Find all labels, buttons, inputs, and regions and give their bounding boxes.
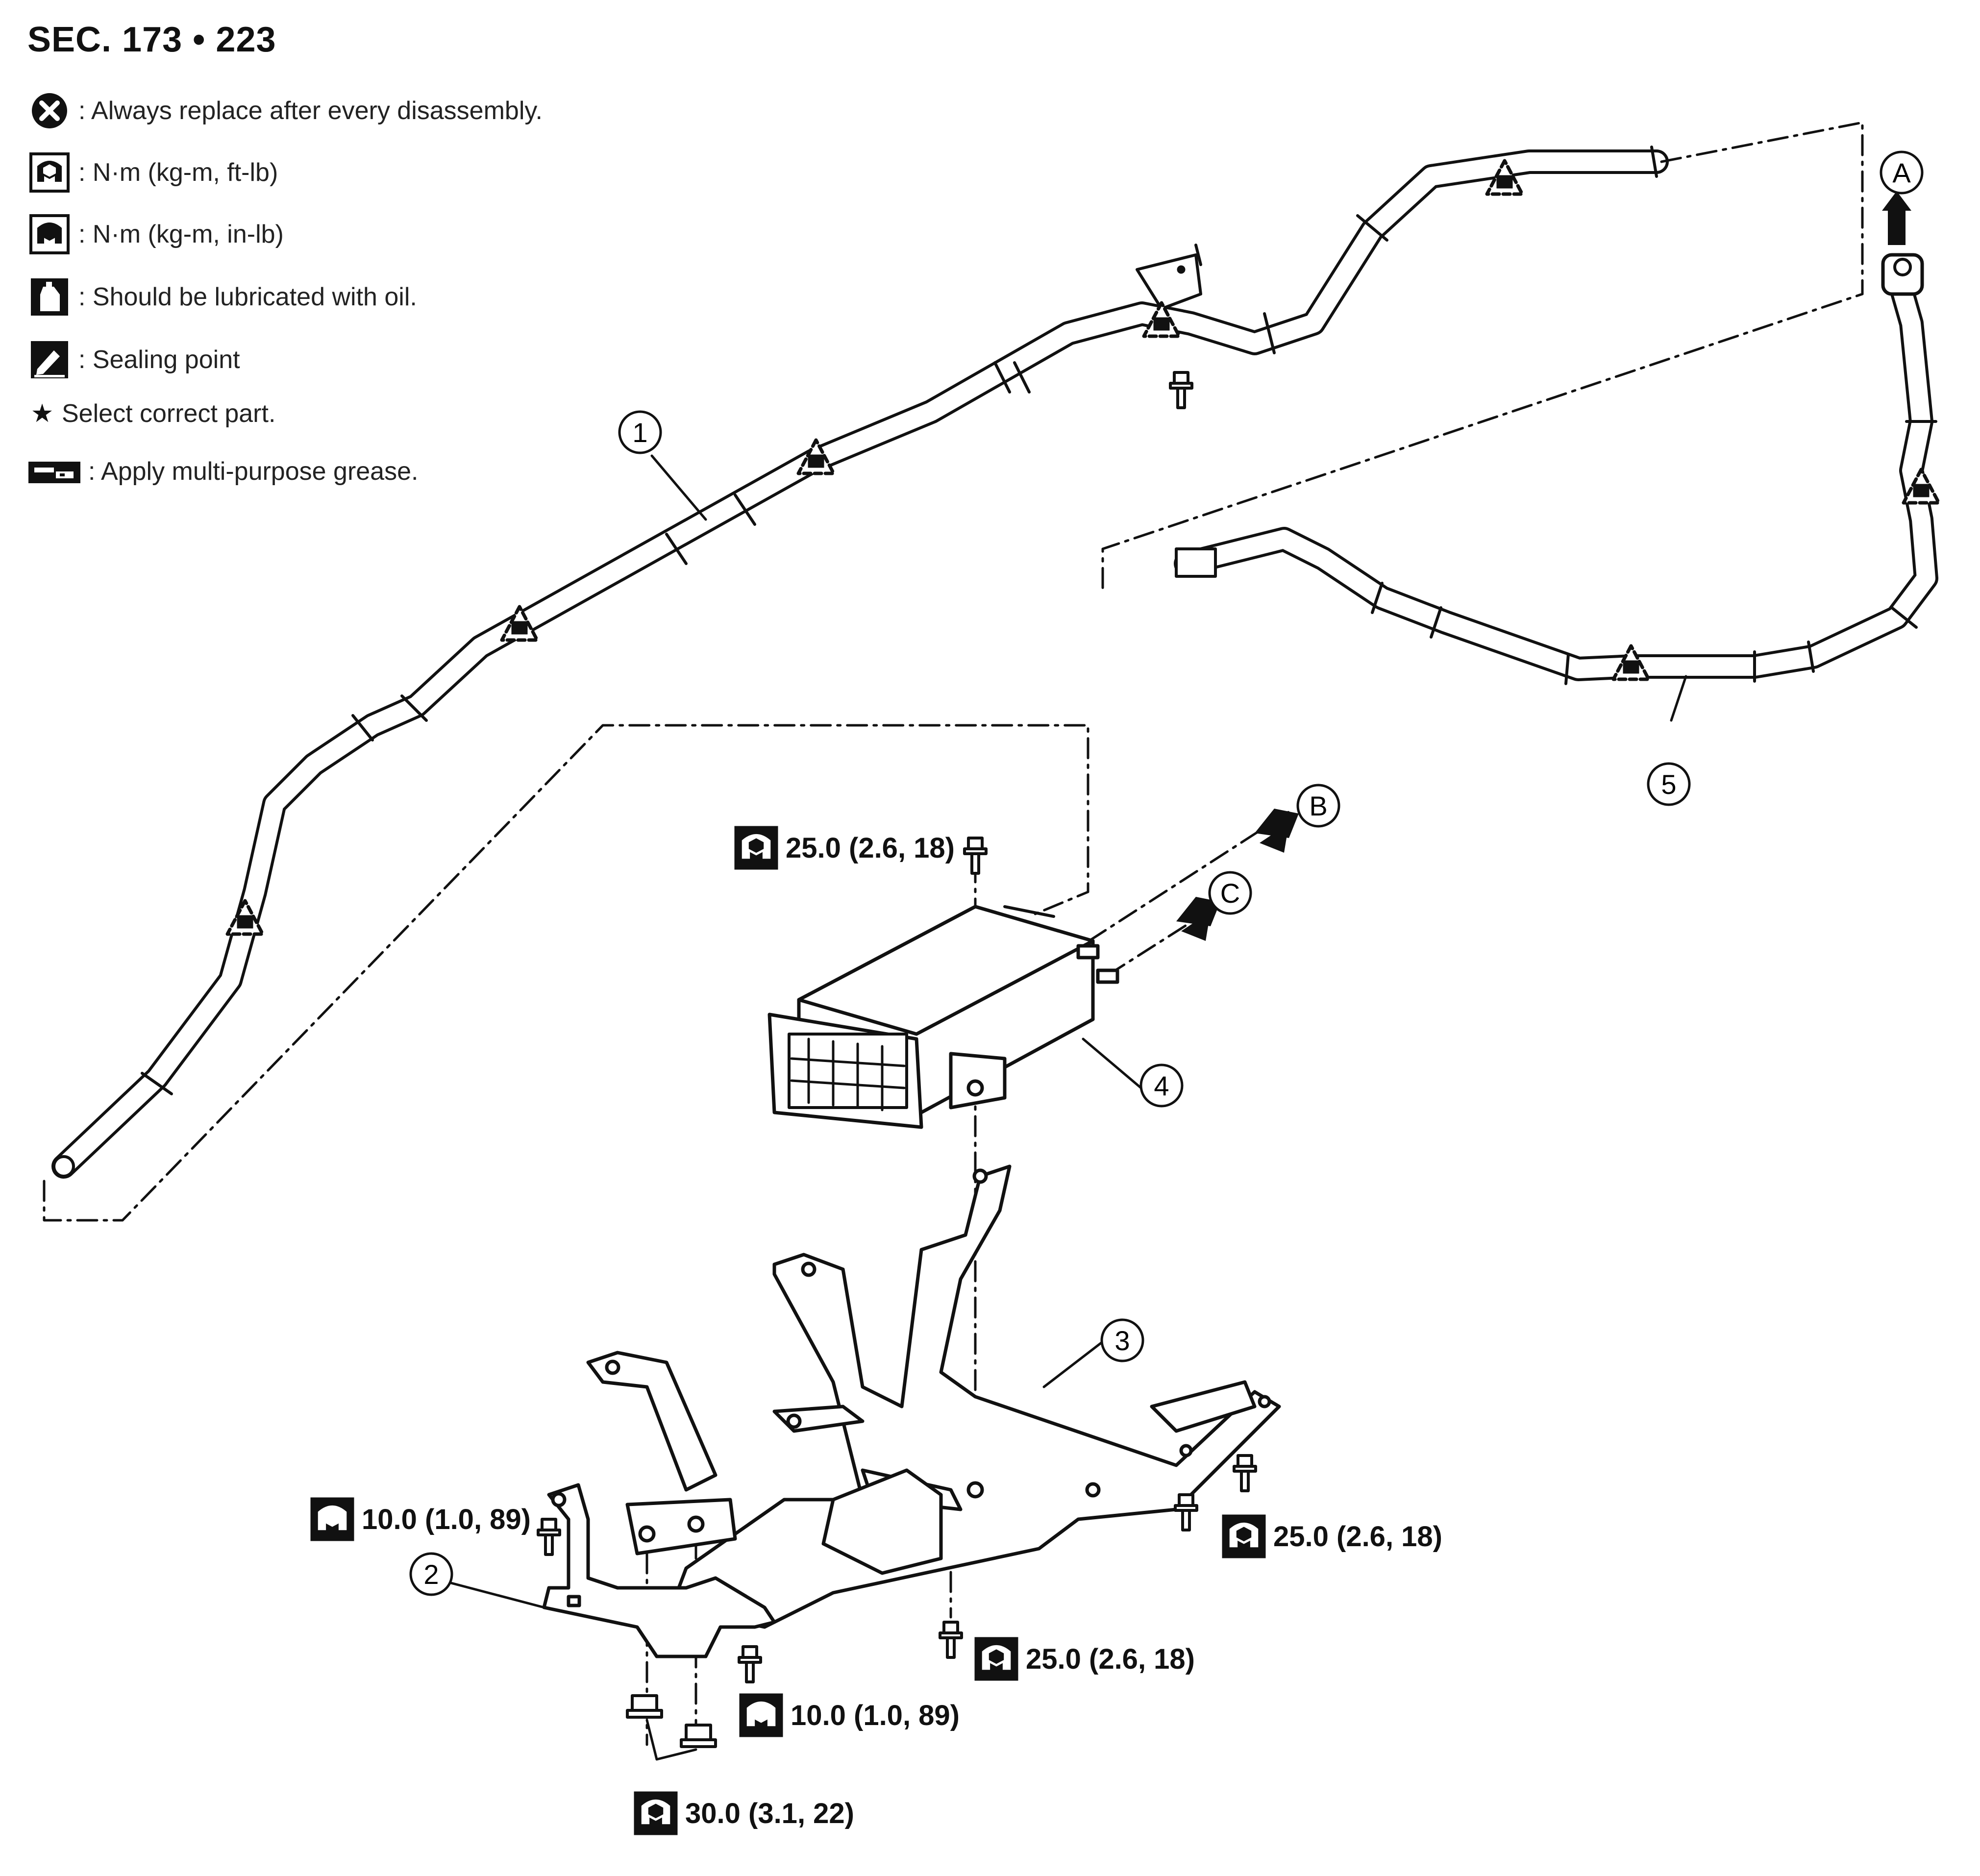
- oil-can-icon: [27, 275, 72, 319]
- hose-5: [1174, 253, 1938, 685]
- legend-row-torque-ftlb: : N·m (kg-m, ft-lb): [27, 149, 278, 196]
- bolt: [965, 838, 986, 873]
- torque-value: 30.0 (3.1, 22): [685, 1797, 854, 1829]
- torque-ftlb-icon: [27, 150, 72, 195]
- bracket-2: [542, 1483, 776, 1658]
- torque-inlb-icon: [27, 212, 72, 256]
- torque-ftlb-icon: [1222, 1514, 1266, 1558]
- legend-text: : Apply multi-purpose grease.: [88, 457, 419, 486]
- torque-ftlb-icon: [634, 1791, 678, 1835]
- callout-2: 2: [423, 1559, 439, 1590]
- grease-icon: [27, 449, 81, 494]
- bracket-3: [586, 1164, 1281, 1629]
- torque-value: 25.0 (2.6, 18): [1026, 1643, 1195, 1675]
- ref-a: A: [1892, 157, 1911, 188]
- sealing-point-icon: [27, 338, 72, 382]
- torque-label-bracket-2-left: 10.0 (1.0, 89): [309, 1495, 531, 1544]
- legend-row-grease: : Apply multi-purpose grease.: [27, 448, 418, 495]
- legend-text: : Sealing point: [78, 346, 240, 374]
- torque-value: 10.0 (1.0, 89): [362, 1503, 531, 1535]
- section-title: SEC. 173 • 223: [27, 20, 276, 59]
- legend-row-replace: : Always replace after every disassembly…: [27, 87, 543, 134]
- torque-ftlb-icon: [734, 826, 778, 870]
- hose-1: [51, 146, 1669, 1179]
- torque-value: 25.0 (2.6, 18): [786, 832, 955, 864]
- torque-label-bracket-2-right: 10.0 (1.0, 89): [738, 1691, 960, 1740]
- callout-4: 4: [1154, 1070, 1169, 1101]
- callout-leaders: [449, 454, 1687, 1609]
- always-replace-icon: [27, 89, 72, 133]
- legend-text: : N·m (kg-m, ft-lb): [78, 158, 278, 187]
- torque-ftlb-icon: [974, 1637, 1018, 1681]
- legend-row-oil: : Should be lubricated with oil.: [27, 273, 417, 321]
- legend-text: : Should be lubricated with oil.: [78, 283, 417, 311]
- torque-inlb-icon: [739, 1693, 783, 1737]
- evap-canister-4: [767, 905, 1119, 1129]
- callout-3: 3: [1114, 1325, 1130, 1356]
- torque-value: 10.0 (1.0, 89): [791, 1699, 960, 1731]
- legend-text: Select correct part.: [62, 399, 276, 428]
- legend-row-sealing: : Sealing point: [27, 336, 240, 383]
- legend-text: : Always replace after every disassembly…: [78, 97, 543, 125]
- torque-value: 25.0 (2.6, 18): [1273, 1520, 1442, 1553]
- star-icon: ★: [30, 399, 54, 428]
- torque-inlb-icon: [310, 1497, 354, 1541]
- legend-row-torque-inlb: : N·m (kg-m, in-lb): [27, 211, 284, 258]
- ref-b: B: [1309, 790, 1327, 821]
- legend-text: : N·m (kg-m, in-lb): [78, 220, 284, 248]
- legend-row-star: ★ Select correct part.: [27, 390, 276, 437]
- torque-label-bracket-bottom: 25.0 (2.6, 18): [973, 1634, 1195, 1683]
- ref-c: C: [1220, 878, 1240, 909]
- callout-1: 1: [632, 417, 647, 448]
- torque-label-nuts: 30.0 (3.1, 22): [632, 1789, 854, 1838]
- flow-arrows: [1176, 191, 1911, 941]
- torque-label-bracket-right: 25.0 (2.6, 18): [1220, 1512, 1442, 1561]
- torque-label-canister-bolt: 25.0 (2.6, 18): [733, 823, 955, 872]
- callout-5: 5: [1661, 769, 1676, 800]
